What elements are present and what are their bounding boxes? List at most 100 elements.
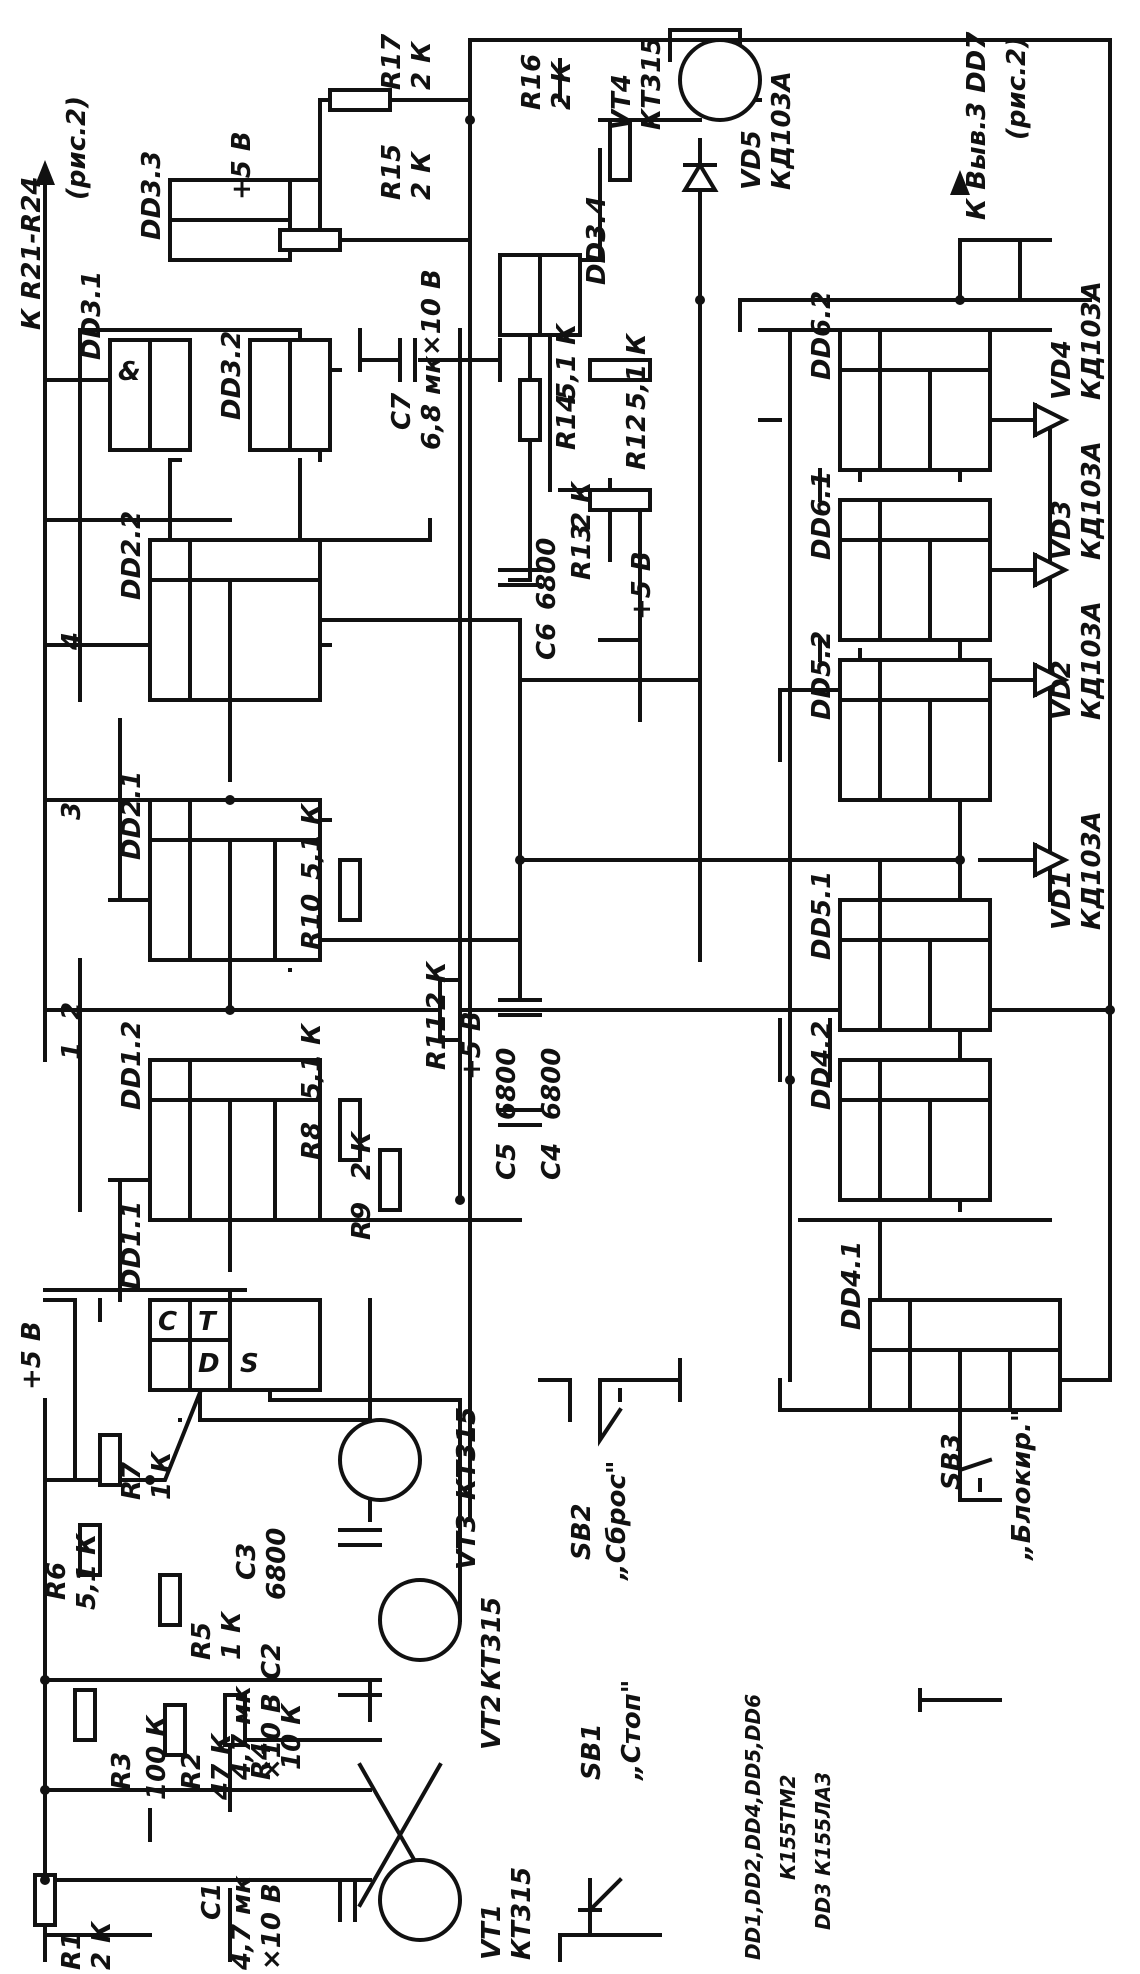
glyph-c: C	[158, 1307, 177, 1337]
capacitor-c1	[338, 1878, 357, 1922]
resistor-r9	[378, 1148, 402, 1212]
switch-label: SB2	[567, 1503, 597, 1560]
capacitor-value: 6800	[262, 1528, 292, 1600]
diode-type: КД103А	[1077, 441, 1107, 560]
diode-vd2	[1033, 661, 1070, 699]
resistor-r6	[78, 1523, 102, 1577]
resistor-r17	[328, 88, 392, 112]
resistors	[33, 88, 652, 1927]
capacitors	[338, 338, 542, 1922]
resistor-value: 2 К	[567, 480, 597, 530]
capacitor-label: C5	[492, 1143, 522, 1180]
diode-label: VD2	[1047, 660, 1077, 720]
capacitor-value: 6,8 мк×10 В	[417, 269, 447, 450]
diode-label: VD3	[1047, 500, 1077, 560]
diode-label: VD4	[1047, 340, 1077, 400]
diode-label: VD1	[1047, 870, 1077, 930]
capacitor-value: 6800	[492, 1048, 522, 1120]
resistor-value: 2 К	[87, 1920, 117, 1970]
label-dd6-1: DD6.1	[807, 471, 837, 560]
resistor-value: 2 К	[347, 1130, 377, 1180]
transistor-label: VT3	[452, 1514, 482, 1570]
label-dd3-1: DD3.1	[77, 271, 107, 360]
note-line: DD3 К155ЛА3	[811, 1772, 835, 1930]
resistor-r4	[223, 1693, 247, 1747]
capacitor-c4	[498, 1108, 542, 1127]
capacitor-label: C6	[532, 623, 562, 660]
resistor-r3	[73, 1688, 97, 1742]
resistor-value: 5,1 К	[297, 1022, 327, 1100]
switches	[558, 1358, 993, 1962]
resistor-label: R16	[517, 54, 547, 110]
supply-label: +5 В	[227, 131, 257, 200]
transistor-vt4	[678, 38, 762, 122]
supply-label: +5 В	[17, 1321, 47, 1390]
switch-sb2	[598, 1358, 682, 1447]
capacitor-value: 4,7 мк	[227, 1875, 257, 1971]
glyph-t: T	[198, 1307, 218, 1337]
output-ref-dd7: (рис.2)	[1002, 36, 1032, 140]
note-line: К155ТМ2	[776, 1774, 800, 1880]
transistor-vt3	[338, 1418, 422, 1502]
resistor-value: 2 К	[422, 960, 452, 1010]
capacitor-c6	[498, 568, 542, 587]
chip-dd2-1	[148, 798, 322, 962]
transistor-label: VT1	[477, 1904, 507, 1960]
label-dd3-2: DD3.2	[217, 331, 247, 420]
switch-label: SB1	[577, 1723, 607, 1780]
resistor-r12	[588, 358, 652, 382]
transistor-vt1	[378, 1858, 462, 1942]
diode-type: КД103А	[767, 71, 797, 190]
switch-caption: „Блокир."	[1007, 1409, 1037, 1561]
transistor-type: КТ315	[637, 37, 667, 130]
resistor-value: 100 К	[142, 1714, 172, 1800]
capacitor-c2	[338, 1678, 382, 1697]
resistor-r16	[608, 118, 632, 182]
glyph-s: S	[240, 1349, 259, 1379]
label-dd6-2: DD6.2	[807, 291, 837, 380]
switch-caption: „Стоп"	[617, 1680, 647, 1781]
transistor-vt2	[378, 1578, 462, 1662]
resistor-value: 5,1 К	[622, 332, 652, 410]
label-dd4-1: DD4.1	[837, 1241, 867, 1330]
glyph-and: &	[118, 357, 141, 387]
resistor-label: R11	[422, 1014, 452, 1070]
resistor-value: 1 К	[147, 1450, 177, 1500]
supply-label: +5 В	[627, 551, 657, 620]
resistor-r11	[438, 978, 462, 1042]
resistor-value: 1 К	[217, 1610, 247, 1660]
resistor-label: R9	[347, 1202, 377, 1240]
label-dd4-2: DD4.2	[807, 1021, 837, 1110]
label-dd5-1: DD5.1	[807, 871, 837, 960]
chip-dd1-1	[148, 1298, 322, 1392]
bus-number: 1	[57, 1042, 87, 1060]
output-ref-r21: (рис.2)	[62, 96, 92, 200]
capacitor-value: 4,7 мк	[227, 1685, 257, 1781]
resistor-label: R3	[107, 1752, 137, 1790]
bus-number: 4	[57, 632, 87, 651]
capacitor-label: C2	[257, 1643, 287, 1680]
resistor-r7	[98, 1433, 122, 1487]
switch-sb1	[558, 1877, 623, 1962]
labels: +5 В +5 В +5 В +5 В К R21-R24 (рис.2) К …	[17, 31, 1107, 1971]
capacitor-label: C3	[232, 1543, 262, 1580]
resistor-label: R2	[177, 1752, 207, 1790]
chip-dd6-1	[838, 498, 992, 642]
diodes	[681, 161, 1070, 879]
capacitor-value: 6800	[532, 538, 562, 610]
capacitor-voltage: ×10 В	[257, 1883, 287, 1970]
resistor-label: R15	[377, 144, 407, 200]
resistor-r10	[338, 858, 362, 922]
label-dd3-4: DD3.4	[582, 196, 612, 285]
bus-arrow-icon	[35, 160, 55, 185]
chip-dd6-2	[838, 328, 992, 472]
label-dd1-1: DD1.1	[117, 1201, 147, 1290]
resistor-value: 5,1 К	[297, 802, 327, 880]
resistor-label: R7	[117, 1461, 147, 1500]
resistor-r8	[338, 1098, 362, 1162]
resistor-value: 5,1 К	[552, 322, 582, 400]
resistor-r5	[158, 1573, 182, 1627]
transistor-label: VT4	[607, 74, 637, 130]
resistor-r2	[163, 1703, 187, 1757]
resistor-r15	[278, 228, 342, 252]
